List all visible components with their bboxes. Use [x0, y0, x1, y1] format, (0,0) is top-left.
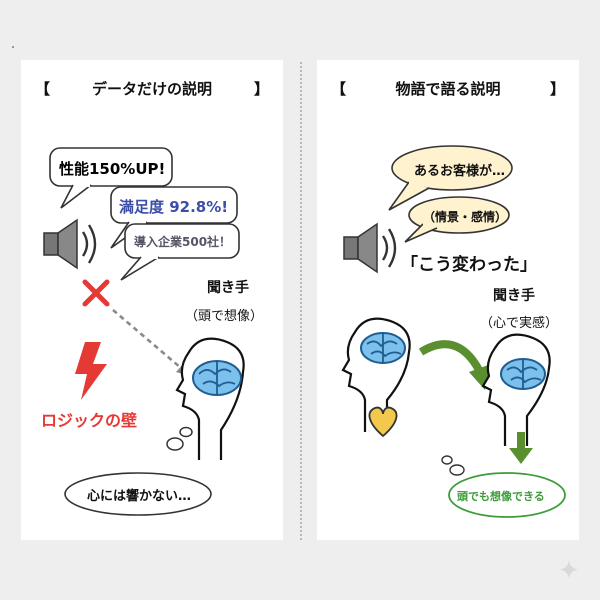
left-panel-data-only: 【 データだけの説明 】 [21, 60, 283, 540]
left-bubble-3-text: 導入企業500社！ [134, 235, 232, 249]
sparkle-icon: ✦ [558, 556, 580, 586]
left-brain-icon [192, 360, 242, 396]
left-diagram-graphics [43, 147, 245, 516]
left-bracket-close: 】 [253, 80, 269, 98]
right-speaker-icon [343, 222, 397, 274]
left-bracket-open: 【 [35, 80, 51, 98]
right-listener-brain-icon [500, 358, 546, 390]
right-bubble-1 [388, 145, 513, 211]
right-panel-story: 【 物語で語る説明 】 [317, 60, 579, 540]
down-arrow-icon [509, 432, 533, 464]
right-listener-sub: （心で実感） [480, 316, 559, 331]
panel-divider [300, 62, 302, 540]
left-listener-sub: （頭で想像） [185, 309, 264, 324]
right-title: 物語で語る説明 [395, 80, 501, 98]
right-thought-bubble [441, 455, 566, 518]
right-bubble-2-text: （情景・感情） [423, 210, 508, 224]
right-bracket-open: 【 [331, 80, 347, 98]
left-bubble-1-text: 性能150%UP! [59, 160, 166, 178]
right-diagram-graphics [341, 145, 566, 518]
cross-icon [82, 279, 110, 307]
right-thought-text: 頭でも想像できる [457, 490, 545, 503]
right-bubble-2 [404, 196, 510, 243]
dashed-arrow-icon [112, 309, 189, 376]
left-bubble-1 [49, 147, 173, 209]
heart-icon [368, 406, 398, 438]
left-speaker-icon [43, 218, 97, 270]
left-bubble-2-text: 満足度 92.8%! [119, 198, 229, 216]
right-bubble-1-text: あるお客様が… [414, 164, 506, 179]
right-listener-label: 聞き手 [493, 288, 535, 304]
right-bracket-close: 】 [549, 80, 565, 98]
left-listener-head-icon [175, 337, 245, 460]
left-thought-bubble [64, 426, 212, 516]
left-listener-label: 聞き手 [207, 280, 249, 296]
lightning-icon [75, 342, 107, 400]
left-bubble-3 [120, 223, 240, 281]
logic-wall-label: ロジックの壁 [41, 411, 138, 430]
right-listener-head-icon [481, 333, 551, 446]
left-title: データだけの説明 [91, 80, 212, 98]
left-thought-text: 心には響かない… [87, 489, 192, 504]
curved-arrow-icon [418, 340, 491, 390]
stray-dot [12, 46, 14, 48]
storyteller-brain-icon [360, 332, 406, 364]
right-quote: 「こう変わった」 [401, 255, 537, 275]
